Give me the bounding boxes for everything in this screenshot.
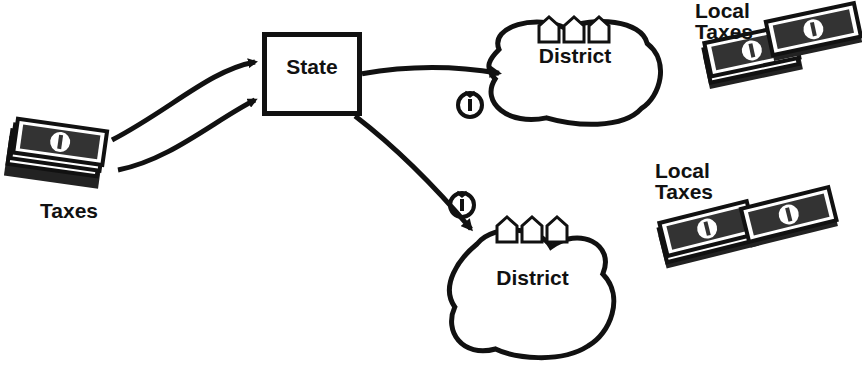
- text-label: Local Taxes: [655, 160, 725, 202]
- text-label: Local Taxes: [695, 0, 765, 42]
- house-icon: [539, 17, 559, 42]
- house-icon: [547, 217, 567, 242]
- money-stack: [766, 3, 862, 61]
- money-stack: [4, 118, 107, 189]
- blob-path: [449, 230, 613, 358]
- house-icons: [536, 14, 614, 44]
- node-label: State: [267, 55, 357, 79]
- node-label: District: [480, 44, 670, 68]
- flow-arrow: [362, 68, 499, 74]
- house-icon: [522, 217, 542, 242]
- house-icon: [589, 17, 609, 42]
- text-label: Taxes: [40, 200, 130, 221]
- house-icon: [564, 17, 584, 42]
- node-label: District: [440, 266, 625, 290]
- money-bag: [450, 192, 474, 217]
- flow-arrow: [355, 116, 471, 229]
- state-box: State: [262, 32, 362, 116]
- money-bag: [458, 92, 482, 117]
- money-stack: [741, 187, 838, 248]
- house-icon: [497, 217, 517, 242]
- tax-arrow: [112, 62, 255, 140]
- tax-arrow: [118, 100, 255, 170]
- district-region: District: [440, 214, 625, 364]
- district-region: District: [480, 14, 670, 132]
- house-icons: [494, 214, 572, 244]
